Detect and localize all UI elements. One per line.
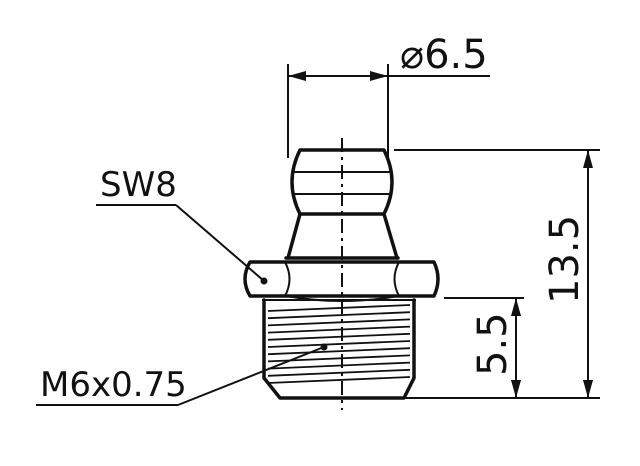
thread-spec-leader-dot (320, 343, 328, 351)
diameter-dimension: ⌀6.5 (287, 32, 490, 158)
thread-line (267, 368, 411, 377)
thread-length-dimension: 5.5 (444, 297, 524, 398)
total-height-dimension: 13.5 (394, 149, 600, 399)
thread-length-label: 5.5 (470, 312, 516, 376)
wrench-size-label: SW8 (100, 165, 177, 205)
total-height-label: 13.5 (542, 215, 588, 304)
wrench-size-leader (175, 204, 265, 282)
diameter-arrow-left (288, 71, 306, 81)
hex-flat-right (393, 261, 400, 297)
thread-line (267, 332, 411, 341)
height-arrow-top (583, 150, 593, 168)
diameter-label: ⌀6.5 (400, 32, 488, 78)
thread-line (267, 304, 411, 312)
hex-flat-left (284, 261, 291, 297)
thread-line (267, 311, 411, 320)
thread-line (267, 325, 411, 334)
wrench-size-callout: SW8 (96, 165, 268, 285)
thread-line (267, 318, 411, 327)
hex-collar (243, 260, 440, 298)
height-arrow-bottom (583, 380, 593, 398)
thread-line (267, 376, 411, 384)
threaded-shank (262, 298, 416, 400)
thread-lines (267, 304, 411, 384)
thread-spec-leader (177, 346, 325, 406)
thread-spec-label: M6x0.75 (40, 365, 187, 405)
thread-arrow-top (511, 298, 521, 316)
diameter-arrow-right (370, 71, 388, 81)
thread-line (267, 347, 411, 356)
tapered-neck (286, 212, 399, 260)
grease-nipple-body (243, 138, 440, 410)
thread-spec-callout: M6x0.75 (36, 343, 328, 406)
thread-arrow-bottom (511, 380, 521, 398)
thread-line (267, 361, 411, 370)
wrench-size-leader-dot (260, 277, 268, 285)
thread-line (267, 340, 411, 348)
